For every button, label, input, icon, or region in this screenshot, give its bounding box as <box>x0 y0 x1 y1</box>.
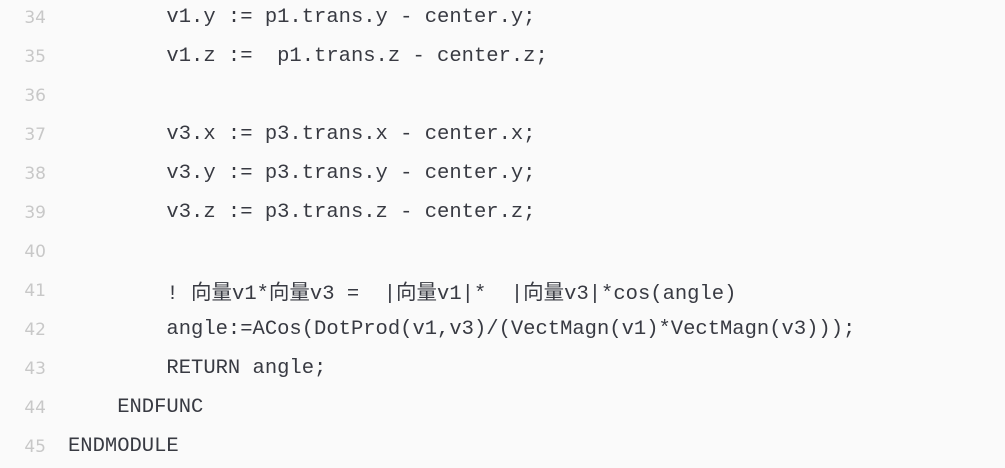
line-number: 36 <box>24 85 46 106</box>
code-line: 41 ! 向量v1*向量v3 = |向量v1|* |向量v3|*cos(angl… <box>0 271 1005 310</box>
line-number: 41 <box>24 280 46 301</box>
line-text: angle:=ACos(DotProd(v1,v3)/(VectMagn(v1)… <box>68 318 856 341</box>
line-text: v3.y := p3.trans.y - center.y; <box>68 162 536 185</box>
code-line: 45 ENDMODULE <box>0 427 1005 466</box>
line-text: v3.x := p3.trans.x - center.x; <box>68 123 536 146</box>
code-line: 43 RETURN angle; <box>0 349 1005 388</box>
code-line: 39 v3.z := p3.trans.z - center.z; <box>0 193 1005 232</box>
line-number: 35 <box>24 46 46 67</box>
line-number: 43 <box>24 358 46 379</box>
line-text: RETURN angle; <box>68 357 327 380</box>
code-line: 42 angle:=ACos(DotProd(v1,v3)/(VectMagn(… <box>0 310 1005 349</box>
line-number: 39 <box>24 202 46 223</box>
line-text: ! 向量v1*向量v3 = |向量v1|* |向量v3|*cos(angle) <box>68 283 737 306</box>
line-number: 34 <box>24 7 46 28</box>
line-number: 37 <box>24 124 46 145</box>
code-line: 35 v1.z := p1.trans.z - center.z; <box>0 37 1005 76</box>
code-line: 37 v3.x := p3.trans.x - center.x; <box>0 115 1005 154</box>
code-line: 38 v3.y := p3.trans.y - center.y; <box>0 154 1005 193</box>
code-line: 34 v1.y := p1.trans.y - center.y; <box>0 0 1005 37</box>
code-line: 40 <box>0 232 1005 271</box>
line-number: 38 <box>24 163 46 184</box>
code-line: 36 <box>0 76 1005 115</box>
line-text: v1.z := p1.trans.z - center.z; <box>68 45 548 68</box>
line-text: v3.z := p3.trans.z - center.z; <box>68 201 536 224</box>
line-number: 40 <box>24 241 46 262</box>
line-number: 42 <box>24 319 46 340</box>
line-number: 44 <box>24 397 46 418</box>
line-text: ENDMODULE <box>68 435 179 458</box>
line-number: 45 <box>24 436 46 457</box>
code-line: 44 ENDFUNC <box>0 388 1005 427</box>
line-text: ENDFUNC <box>68 396 204 419</box>
line-text: v1.y := p1.trans.y - center.y; <box>68 6 536 29</box>
